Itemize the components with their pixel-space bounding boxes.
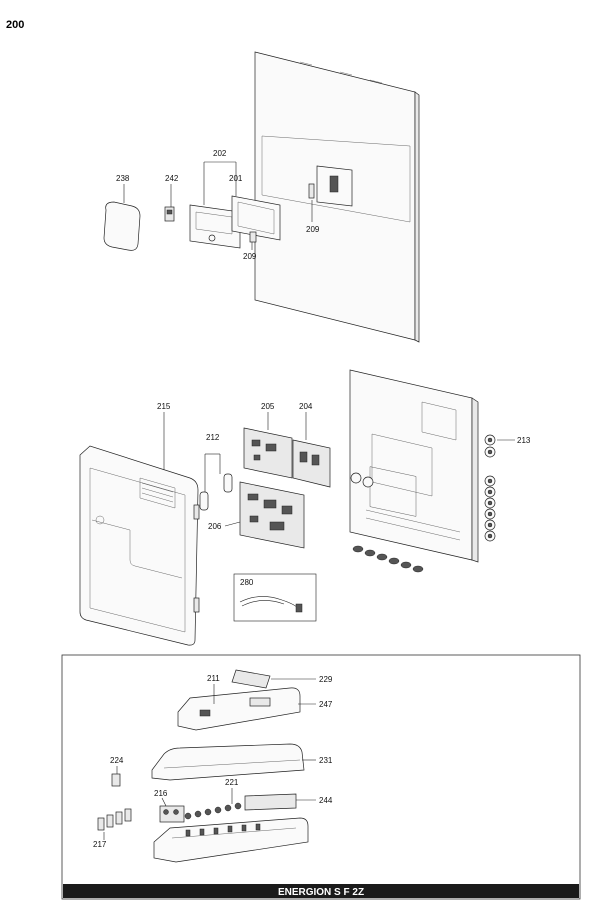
housing-base <box>349 369 473 561</box>
label-217: 217 <box>93 840 107 849</box>
section-number: 200 <box>6 19 24 31</box>
label-216: 216 <box>154 789 168 798</box>
cable-kit-box <box>233 573 317 622</box>
control-unit-assembly <box>103 195 281 251</box>
label-205: 205 <box>261 402 275 411</box>
top-leader-lines <box>123 161 313 250</box>
terminal-box-parts <box>97 669 309 863</box>
label-211: 211 <box>207 674 220 683</box>
cable-clip <box>199 473 233 511</box>
label-247: 247 <box>319 700 333 709</box>
label-204: 204 <box>299 402 313 411</box>
front-panel-assembly <box>254 51 420 343</box>
connector-216 <box>159 805 185 823</box>
terminal-box-frame <box>61 654 581 900</box>
housing-cover <box>79 445 199 646</box>
clip-224 <box>111 773 121 787</box>
label-229: 229 <box>319 675 333 684</box>
middle-leader-lines <box>163 412 515 527</box>
label-231: 231 <box>319 756 333 765</box>
label-280: 280 <box>240 578 254 587</box>
label-209b: 209 <box>243 252 257 261</box>
pcb-205 <box>243 427 293 479</box>
label-244: 244 <box>319 796 333 805</box>
label-206: 206 <box>208 522 222 531</box>
label-221: 221 <box>225 778 239 787</box>
label-201: 201 <box>229 174 243 183</box>
grommets-column <box>484 434 496 542</box>
label-238: 238 <box>116 174 130 183</box>
label-224: 224 <box>110 756 124 765</box>
pcb-boards <box>239 427 331 549</box>
label-215: 215 <box>157 402 171 411</box>
display-unit <box>189 204 241 249</box>
terminal-row-221 <box>184 802 242 820</box>
part-labels: 202 238 242 201 209 209 215 205 204 212 … <box>93 149 531 849</box>
terminal-base <box>153 817 309 863</box>
mounting-frame <box>231 195 281 241</box>
label-213: 213 <box>517 436 531 445</box>
label-209a: 209 <box>306 225 320 234</box>
pcb-206 <box>239 481 305 549</box>
grommets-row <box>352 545 424 573</box>
label-202: 202 <box>213 149 227 158</box>
footer-bar <box>63 884 579 898</box>
back-housing <box>349 369 479 563</box>
controller-cover <box>103 201 141 251</box>
terminal-lid <box>151 743 305 781</box>
footer-title: ENERGION S F 2Z <box>278 887 364 898</box>
plate-229 <box>231 669 271 689</box>
pcb-204 <box>292 439 331 488</box>
front-housing <box>79 445 200 646</box>
label-242: 242 <box>165 174 179 183</box>
label-212: 212 <box>206 433 220 442</box>
fuses-217 <box>97 808 132 831</box>
label-244 <box>244 793 297 811</box>
bottom-leader-lines <box>103 678 316 840</box>
